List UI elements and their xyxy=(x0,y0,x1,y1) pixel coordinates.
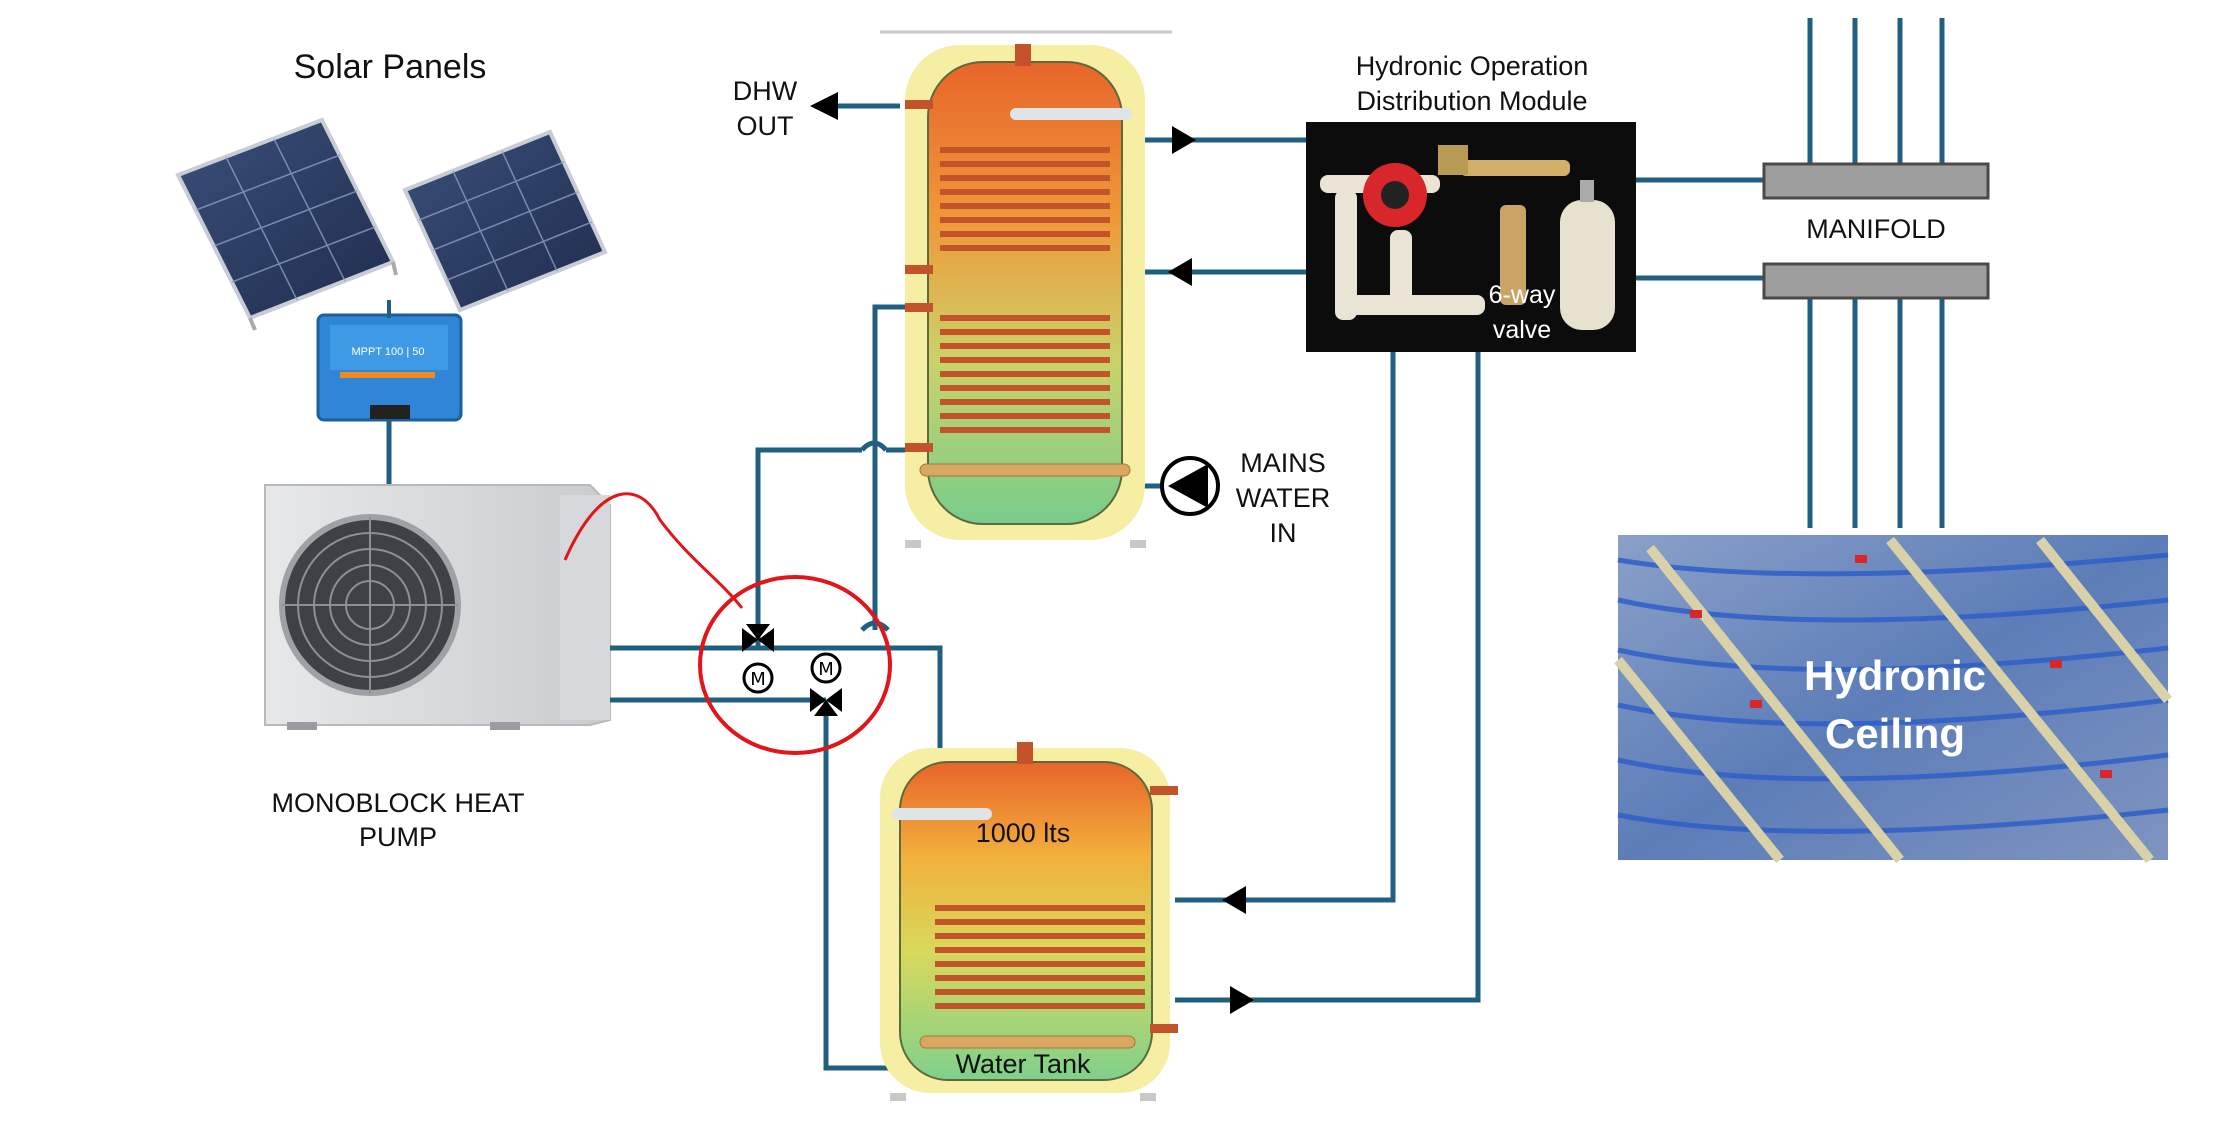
svg-text:M: M xyxy=(818,659,834,680)
flow-arrow-tank-lower xyxy=(1230,986,1254,1014)
flow-arrow-dhw-top xyxy=(1172,126,1196,154)
mains-label-line3: IN xyxy=(1270,518,1297,548)
mains-water-in: MAINS WATER IN xyxy=(1160,448,1331,548)
dhw-out-label-line2: OUT xyxy=(737,111,794,141)
manifold-bar-bottom xyxy=(1762,262,1990,300)
ceiling-label-line2: Ceiling xyxy=(1825,710,1965,757)
water-tank-label: Water Tank xyxy=(955,1049,1091,1079)
dhw-out-label-line1: DHW xyxy=(733,76,798,106)
motorized-valves: M M xyxy=(698,575,892,755)
control-wire xyxy=(563,492,744,609)
dhw-tank xyxy=(880,30,1172,548)
dhw-upper-coil xyxy=(940,147,1110,251)
manifold-label: MANIFOLD xyxy=(1806,214,1946,244)
flow-arrow-tank-upper xyxy=(1222,886,1246,914)
ceiling-tubing xyxy=(1617,552,2169,834)
svg-text:M: M xyxy=(750,669,766,690)
valve-label-line2: valve xyxy=(1493,316,1551,344)
module-title-line1: Hydronic Operation xyxy=(1356,51,1589,81)
dhw-lower-coil xyxy=(940,315,1110,433)
valves-highlight-circle xyxy=(698,575,892,755)
monoblock-heat-pump: MONOBLOCK HEAT PUMP xyxy=(264,484,611,852)
three-way-valve-right: M xyxy=(810,652,842,716)
ceiling-rails xyxy=(1614,536,2172,864)
heat-pump-label-line1: MONOBLOCK HEAT xyxy=(271,788,524,818)
water-tank-coil xyxy=(935,905,1145,1009)
manifold-bar-top xyxy=(1762,162,1990,200)
charge-controller-text: MPPT 100 | 50 xyxy=(352,346,425,358)
manifold: MANIFOLD xyxy=(1762,162,1990,300)
valve-label-line1: 6-way xyxy=(1489,281,1556,309)
hydronic-distribution-module: Hydronic Operation Distribution Module 6… xyxy=(1306,51,1636,352)
flow-arrow-dhw-return xyxy=(1168,258,1192,286)
charge-controller: MPPT 100 | 50 xyxy=(316,313,463,422)
mains-label-line2: WATER xyxy=(1236,483,1331,513)
tank-capacity-label: 1000 lts xyxy=(976,818,1071,848)
solar-panels-label: Solar Panels xyxy=(294,48,487,86)
module-pipework xyxy=(1320,145,1615,330)
solar-panel-left xyxy=(175,117,398,331)
mains-label-line1: MAINS xyxy=(1240,448,1326,478)
three-way-valve-left: M xyxy=(742,624,774,694)
solar-panel-right xyxy=(402,129,608,313)
module-title-line2: Distribution Module xyxy=(1356,86,1587,116)
dhw-out-arrow: DHW OUT xyxy=(733,76,900,141)
heat-pump-label-line2: PUMP xyxy=(359,822,437,852)
solar-panels: Solar Panels xyxy=(175,48,608,331)
water-tank: 1000 lts Water Tank xyxy=(880,742,1178,1101)
ceiling-label-line1: Hydronic xyxy=(1804,652,1986,699)
hydronic-ceiling: Hydronic Ceiling xyxy=(1614,535,2172,864)
